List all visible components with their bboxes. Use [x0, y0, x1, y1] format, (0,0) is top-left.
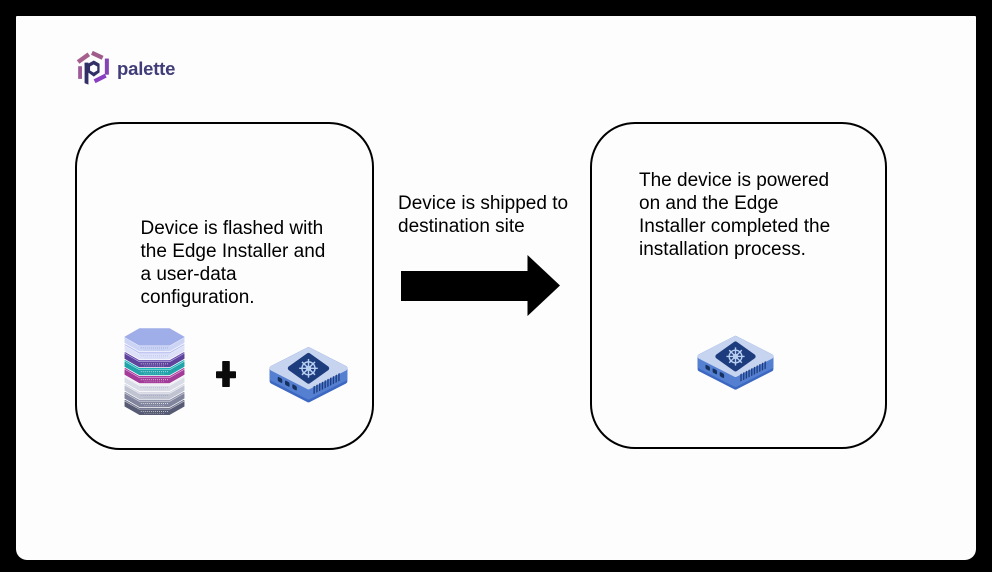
card-flash-caption: Device is flashed with the Edge Installe… — [140, 217, 326, 308]
transit-caption: Device is shipped to destination site — [398, 193, 569, 237]
card-installed-caption: The device is powered on and the Edge In… — [639, 170, 831, 260]
right-arrow-icon — [401, 255, 560, 316]
card-device-installed: The device is powered on and the Edge In… — [590, 122, 887, 449]
edge-device-icon — [696, 332, 775, 392]
palette-hexagon-icon — [76, 51, 109, 86]
edge-device-icon — [268, 343, 349, 405]
plus-icon — [215, 361, 236, 388]
cluster-profile-stack-illustration — [123, 327, 185, 416]
logo-wordmark: palette — [117, 58, 176, 80]
card-device-flashed: Device is flashed with the Edge Installe… — [75, 122, 374, 450]
slide-surface: palette Device is flashed with the Edge … — [16, 16, 976, 560]
